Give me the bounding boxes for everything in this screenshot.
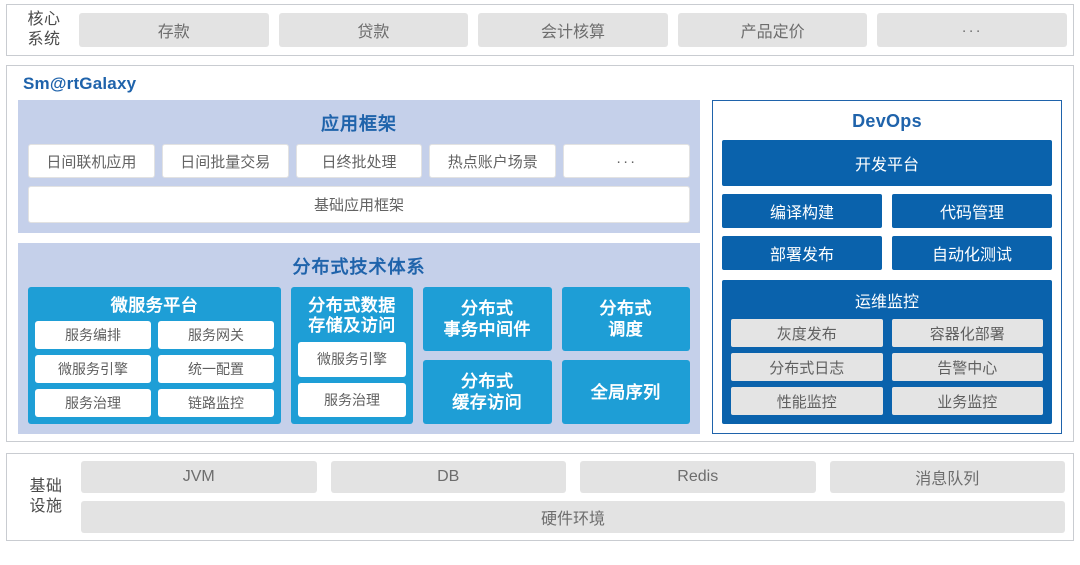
devops-row-2: 部署发布 自动化测试: [722, 236, 1052, 271]
core-systems-label: 核心 系统: [13, 10, 75, 50]
ops-tile-business-monitor[interactable]: 业务监控: [891, 387, 1043, 416]
box-distributed-transaction[interactable]: 分布式 事务中间件: [423, 287, 552, 352]
distributed-data-row: 服务治理: [298, 382, 406, 418]
devops-title: DevOps: [852, 111, 922, 131]
box-distributed-transaction-line1: 分布式: [461, 298, 514, 318]
brand-title: Sm@rtGalaxy: [23, 74, 137, 93]
infrastructure-hardware-row: 硬件环境: [81, 501, 1065, 533]
box-distributed-scheduling-line1: 分布式: [599, 298, 652, 318]
dd-tile-governance[interactable]: 服务治理: [298, 382, 406, 418]
infrastructure-tiles-row: JVM DB Redis 消息队列: [81, 461, 1065, 493]
ops-monitor-title: 运维监控: [854, 294, 919, 312]
microservice-tiles: 服务编排 服务网关 微服务引擎 统一配置 服务治理 链路监控: [35, 321, 274, 418]
box-distributed-cache-line1: 分布式: [461, 372, 514, 392]
box-distributed-scheduling[interactable]: 分布式 调度: [561, 287, 690, 352]
devops-tile-deploy[interactable]: 部署发布: [722, 236, 882, 271]
distributed-tech-panel: 分布式技术体系 微服务平台 服务编排 服务网关 微服务引: [18, 243, 700, 435]
ops-tile-gray-release[interactable]: 灰度发布: [731, 319, 883, 348]
app-tile-more[interactable]: ···: [563, 144, 690, 178]
left-column: 应用框架 日间联机应用 日间批量交易 日终批处理 热点账户场景 ··· 基础应用…: [18, 100, 700, 435]
core-systems-band: 核心 系统 存款 贷款 会计核算 产品定价 ···: [6, 4, 1074, 56]
box-distributed-transaction-line2: 事务中间件: [443, 320, 531, 340]
box-distributed-cache[interactable]: 分布式 缓存访问: [423, 360, 552, 425]
core-systems-tiles: 存款 贷款 会计核算 产品定价 ···: [75, 13, 1067, 47]
smartgalaxy-band: Sm@rtGalaxy 应用框架 日间联机应用 日间批量交易 日终批处理 热点账…: [6, 65, 1074, 442]
ms-tile-engine[interactable]: 微服务引擎: [35, 355, 151, 384]
distributed-tech-grid: 微服务平台 服务编排 服务网关 微服务引擎 统一配置: [28, 287, 690, 425]
distributed-data-box: 分布式数据 存储及访问 微服务引擎 服务治理: [291, 287, 413, 425]
ops-tile-performance-monitor[interactable]: 性能监控: [731, 387, 883, 416]
app-tile-hotaccount[interactable]: 热点账户场景: [429, 144, 557, 178]
ms-tile-gateway[interactable]: 服务网关: [158, 321, 274, 350]
ms-tile-config[interactable]: 统一配置: [158, 355, 274, 384]
devops-panel: DevOps 开发平台 编译构建 代码管理 部署发布 自动化测试 运维监控: [712, 100, 1062, 435]
ops-monitor-row: 分布式日志 告警中心: [731, 353, 1043, 382]
core-tile-deposit[interactable]: 存款: [79, 13, 269, 47]
box-distributed-scheduling-line2: 调度: [608, 320, 644, 340]
app-tile-base-framework[interactable]: 基础应用框架: [28, 186, 690, 223]
box-global-sequence-line1: 全局序列: [590, 382, 661, 402]
infrastructure-label-line1: 基础: [29, 478, 63, 495]
devops-tile-code-mgmt[interactable]: 代码管理: [892, 194, 1052, 229]
ms-tile-tracing[interactable]: 链路监控: [158, 389, 274, 418]
distributed-solid-boxes: 分布式 事务中间件 分布式 缓存访问: [423, 287, 690, 425]
app-framework-panel: 应用框架 日间联机应用 日间批量交易 日终批处理 热点账户场景 ··· 基础应用…: [18, 100, 700, 233]
core-tile-pricing[interactable]: 产品定价: [677, 13, 868, 47]
ops-monitor-row: 性能监控 业务监控: [731, 387, 1043, 416]
core-tile-loan[interactable]: 贷款: [278, 13, 469, 47]
right-column: DevOps 开发平台 编译构建 代码管理 部署发布 自动化测试 运维监控: [712, 100, 1062, 435]
core-tile-accounting[interactable]: 会计核算: [478, 13, 668, 47]
ops-tile-alert-center[interactable]: 告警中心: [891, 353, 1043, 382]
infrastructure-content: JVM DB Redis 消息队列 硬件环境: [77, 461, 1065, 533]
solid-box-column-right: 分布式 调度 全局序列: [561, 287, 690, 425]
ops-monitor-panel: 运维监控 灰度发布 容器化部署 分布式日志 告警中心 性能监控: [722, 280, 1052, 425]
ops-tile-distributed-log[interactable]: 分布式日志: [731, 353, 883, 382]
app-tile-online[interactable]: 日间联机应用: [28, 144, 155, 178]
distributed-data-tiles: 微服务引擎 服务治理: [298, 341, 406, 418]
distributed-data-title: 分布式数据 存储及访问: [298, 293, 406, 342]
ops-monitor-grid: 灰度发布 容器化部署 分布式日志 告警中心 性能监控 业务监控: [731, 319, 1043, 416]
ms-tile-governance[interactable]: 服务治理: [35, 389, 151, 418]
smartgalaxy-columns: 应用框架 日间联机应用 日间批量交易 日终批处理 热点账户场景 ··· 基础应用…: [18, 100, 1062, 435]
core-tile-more[interactable]: ···: [877, 13, 1067, 47]
infra-tile-jvm[interactable]: JVM: [81, 461, 317, 493]
microservice-platform-box: 微服务平台 服务编排 服务网关 微服务引擎 统一配置: [28, 287, 281, 425]
ops-monitor-row: 灰度发布 容器化部署: [731, 319, 1043, 348]
box-distributed-cache-line2: 缓存访问: [452, 393, 523, 413]
ms-tile-orchestration[interactable]: 服务编排: [35, 321, 151, 350]
microservice-platform-title: 微服务平台: [110, 296, 199, 315]
app-tile-eod[interactable]: 日终批处理: [295, 144, 423, 178]
infra-tile-db[interactable]: DB: [330, 461, 566, 493]
microservice-row: 服务编排 服务网关: [35, 321, 274, 350]
infra-tile-redis[interactable]: Redis: [580, 461, 816, 493]
box-global-sequence[interactable]: 全局序列: [561, 360, 690, 425]
dd-tile-engine[interactable]: 微服务引擎: [298, 341, 406, 377]
distributed-data-title-line2: 存储及访问: [308, 316, 396, 336]
app-tile-batch[interactable]: 日间批量交易: [161, 144, 289, 178]
infrastructure-label: 基础 设施: [15, 461, 77, 533]
infra-tile-message-queue[interactable]: 消息队列: [829, 461, 1065, 493]
devops-tile-dev-platform[interactable]: 开发平台: [722, 140, 1052, 187]
infrastructure-label-line2: 设施: [29, 498, 63, 515]
infra-tile-hardware[interactable]: 硬件环境: [81, 501, 1065, 533]
devops-row-1: 编译构建 代码管理: [722, 194, 1052, 229]
core-systems-label-line1: 核心: [27, 11, 61, 28]
devops-tile-build[interactable]: 编译构建: [722, 194, 882, 229]
microservice-row: 服务治理 链路监控: [35, 389, 274, 418]
distributed-data-row: 微服务引擎: [298, 341, 406, 377]
app-framework-title: 应用框架: [321, 114, 397, 134]
infrastructure-band: 基础 设施 JVM DB Redis 消息队列 硬件环境: [6, 453, 1074, 541]
distributed-tech-title: 分布式技术体系: [292, 257, 426, 277]
app-framework-tiles: 日间联机应用 日间批量交易 日终批处理 热点账户场景 ···: [28, 144, 690, 178]
ops-tile-container-deploy[interactable]: 容器化部署: [891, 319, 1043, 348]
microservice-row: 微服务引擎 统一配置: [35, 355, 274, 384]
devops-tile-auto-test[interactable]: 自动化测试: [892, 236, 1052, 271]
solid-box-column-left: 分布式 事务中间件 分布式 缓存访问: [423, 287, 552, 425]
distributed-data-title-line1: 分布式数据: [308, 296, 396, 315]
core-systems-label-line2: 系统: [27, 31, 61, 48]
